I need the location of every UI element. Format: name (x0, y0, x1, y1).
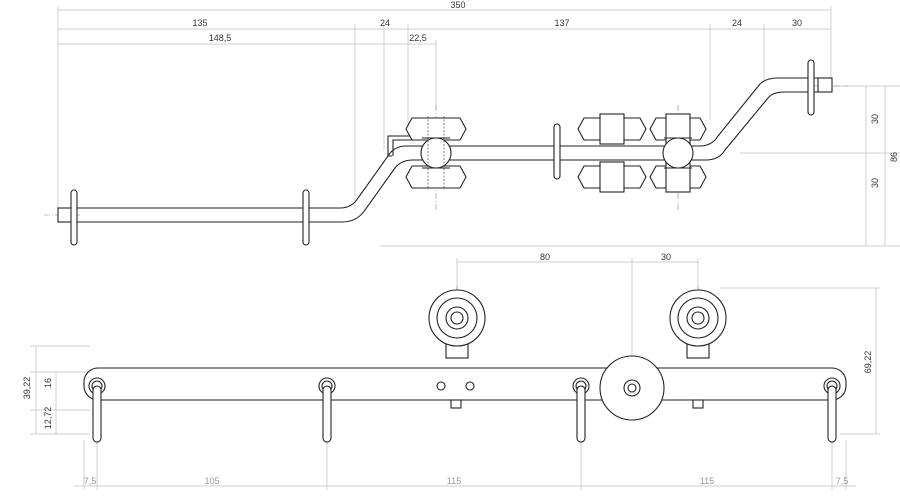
bottom-tab-right (692, 399, 704, 409)
right-carriage (577, 113, 707, 193)
top-view: 350 135 24 137 24 30 148,5 22,5 30 30 86 (44, 0, 900, 247)
dim-left-lower-12-72: 12,72 (43, 407, 53, 430)
dim-span-right-115: 115 (700, 476, 714, 486)
dim-right-bend-24: 24 (732, 18, 742, 28)
guide-disc (599, 355, 665, 421)
top-dimension-lines (58, 9, 886, 246)
dim-span-left-105: 105 (204, 476, 219, 486)
wheel-right (669, 289, 727, 359)
dim-middle-straight-137: 137 (554, 18, 569, 28)
dim-lower-offset-30: 30 (870, 178, 880, 188)
dim-right-total-69-22: 69,22 (863, 351, 873, 374)
hole-2 (465, 381, 475, 391)
dim-left-straight-135: 135 (192, 18, 207, 28)
bottom-tab (450, 399, 462, 409)
dim-right-end-30: 30 (792, 18, 802, 28)
dim-left-edge-7-5: 7,5 (84, 476, 97, 486)
wheel-left (428, 289, 486, 359)
dim-wheel-spacing-80: 80 (540, 252, 550, 262)
pin-end (807, 59, 815, 116)
hanger-pin-1 (88, 377, 106, 443)
bottom-extension-lines (30, 258, 880, 490)
top-extension-lines (57, 6, 900, 247)
bottom-rail-bar (83, 367, 847, 401)
dim-left-bend-24: 24 (380, 18, 390, 28)
dim-span-mid-115: 115 (447, 476, 461, 486)
dim-wheel-guide-30: 30 (661, 252, 671, 262)
hole-1 (436, 381, 446, 391)
hanger-pin-3 (572, 377, 590, 443)
rail-right-cap (817, 77, 833, 93)
dim-right-edge-7-5: 7,5 (836, 476, 849, 486)
dim-left-upper-16: 16 (43, 378, 53, 388)
bottom-dimension-lines (35, 261, 877, 487)
pin-right (553, 123, 561, 180)
top-pins (70, 59, 815, 246)
dim-total-350: 350 (450, 0, 465, 10)
hanger-pins (88, 377, 841, 443)
dim-left-total-39-22: 39,22 (22, 377, 32, 400)
pin-middle (302, 189, 310, 246)
dim-upper-offset-30: 30 (870, 114, 880, 124)
bottom-view: 80 30 39,22 16 12,72 69,22 7,5 105 115 1… (22, 252, 880, 490)
left-carriage (405, 116, 467, 190)
dim-left-carriage-148-5: 148,5 (209, 33, 232, 43)
hanger-pin-4 (823, 377, 841, 443)
rail-left-cap (57, 207, 73, 223)
dim-carriage-offset-22-5: 22,5 (409, 33, 427, 43)
hanger-pin-2 (318, 377, 336, 443)
pin-left (70, 189, 78, 246)
dim-total-height-86: 86 (889, 152, 899, 162)
